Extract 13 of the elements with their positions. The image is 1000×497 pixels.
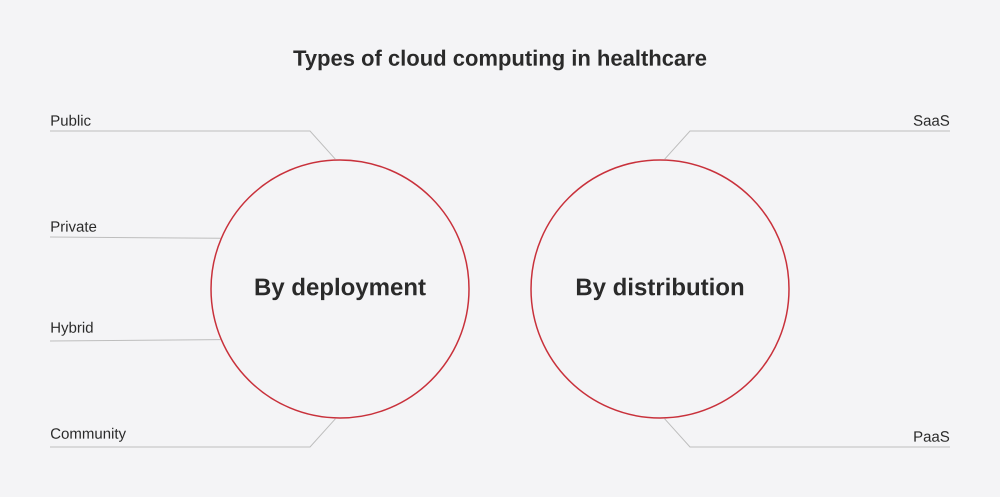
- type-label: Hybrid: [51, 322, 93, 336]
- type-label: Private: [51, 220, 96, 232]
- leader-line: [664, 418, 950, 448]
- leader-line: [50, 236, 222, 239]
- type-label: PaaS: [914, 431, 950, 442]
- type-label: Public: [51, 114, 91, 126]
- leader-line: [664, 130, 950, 160]
- title: Types of cloud computing in healthcare: [293, 50, 706, 70]
- leader-line: [50, 418, 336, 448]
- leader-line: [50, 339, 222, 342]
- leader-line: [50, 130, 336, 160]
- type-label: SaaS: [914, 115, 950, 126]
- type-label: Community: [50, 428, 126, 442]
